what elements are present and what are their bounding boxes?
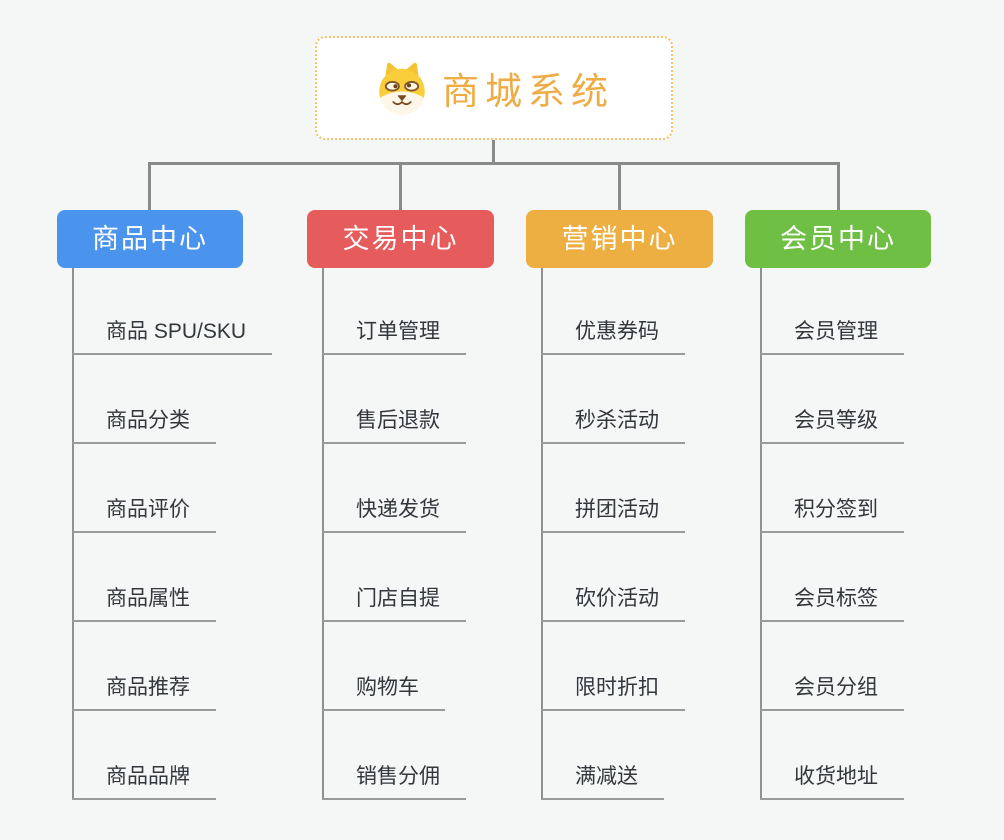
leaf-node-product-review[interactable]: 商品评价 [72, 495, 216, 533]
leaf-node-member-tag[interactable]: 会员标签 [760, 584, 904, 622]
leaf-node-full-reduction[interactable]: 满减送 [541, 762, 664, 800]
leaf-node-product-attribute[interactable]: 商品属性 [72, 584, 216, 622]
connector-bus [148, 162, 840, 165]
branch-header-member-center[interactable]: 会员中心 [745, 210, 931, 268]
connector-drop-product [148, 162, 151, 210]
dog-face-icon [374, 60, 430, 116]
root-node-mall-system[interactable]: 商城系统 [315, 36, 673, 140]
leaf-node-express-delivery[interactable]: 快递发货 [322, 495, 466, 533]
leaf-node-member-management[interactable]: 会员管理 [760, 317, 904, 355]
root-title: 商城系统 [442, 71, 614, 112]
leaf-node-limited-time-discount[interactable]: 限时折扣 [541, 673, 685, 711]
leaf-node-points-checkin[interactable]: 积分签到 [760, 495, 904, 533]
leaf-node-shipping-address[interactable]: 收货地址 [760, 762, 904, 800]
leaf-node-flash-sale[interactable]: 秒杀活动 [541, 406, 685, 444]
branch-trunk-trade [322, 268, 324, 800]
leaf-node-store-pickup[interactable]: 门店自提 [322, 584, 466, 622]
connector-root-drop [492, 140, 495, 162]
leaf-node-product-category[interactable]: 商品分类 [72, 406, 216, 444]
leaf-node-product-spu-sku[interactable]: 商品 SPU/SKU [72, 317, 273, 355]
branch-header-product-center[interactable]: 商品中心 [57, 210, 243, 268]
leaf-node-aftersale-refund[interactable]: 售后退款 [322, 406, 466, 444]
leaf-node-coupon-code[interactable]: 优惠券码 [541, 317, 685, 355]
leaf-node-order-management[interactable]: 订单管理 [322, 317, 466, 355]
branch-header-trade-center[interactable]: 交易中心 [307, 210, 494, 268]
leaf-node-bargain-activity[interactable]: 砍价活动 [541, 584, 685, 622]
leaf-node-shopping-cart[interactable]: 购物车 [322, 673, 445, 711]
leaf-node-group-buy[interactable]: 拼团活动 [541, 495, 685, 533]
branch-trunk-marketing [541, 268, 543, 800]
connector-drop-trade [399, 162, 402, 210]
connector-drop-marketing [618, 162, 621, 210]
leaf-node-product-brand[interactable]: 商品品牌 [72, 762, 216, 800]
leaf-node-sales-commission[interactable]: 销售分佣 [322, 762, 466, 800]
connector-drop-member [837, 162, 840, 210]
leaf-node-member-group[interactable]: 会员分组 [760, 673, 904, 711]
branch-trunk-member [760, 268, 762, 800]
leaf-node-product-recommend[interactable]: 商品推荐 [72, 673, 216, 711]
branch-trunk-product [72, 268, 74, 800]
branch-header-marketing-center[interactable]: 营销中心 [526, 210, 713, 268]
leaf-node-member-level[interactable]: 会员等级 [760, 406, 904, 444]
